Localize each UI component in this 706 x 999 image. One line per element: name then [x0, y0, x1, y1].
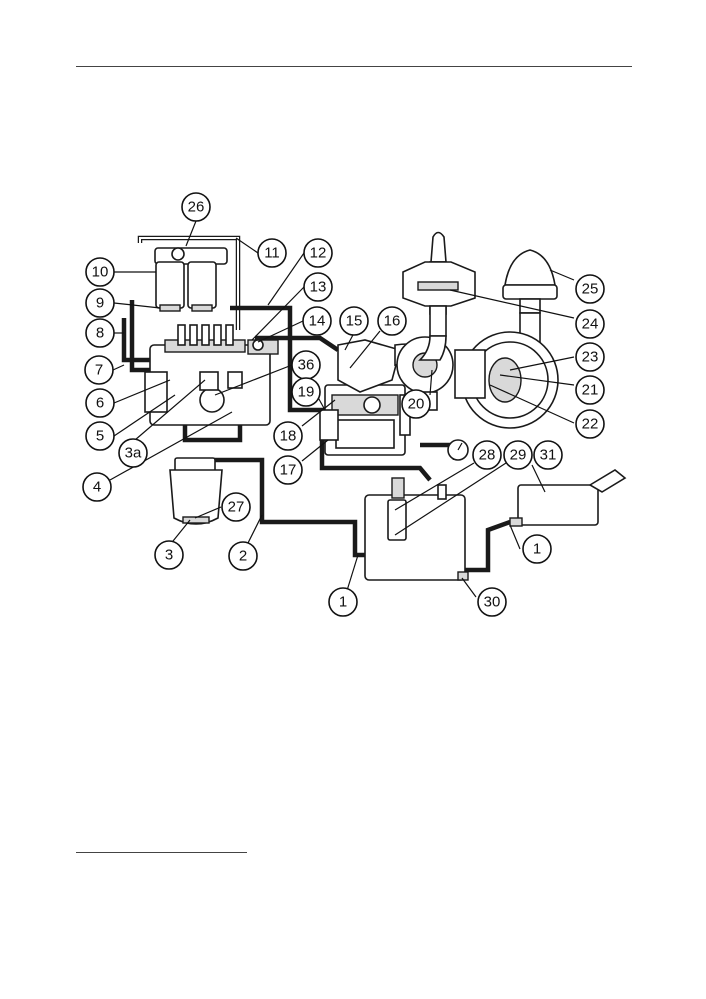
svg-text:26: 26 [188, 199, 205, 216]
callout-9: 9 [85, 288, 115, 318]
callout-27: 27 [221, 492, 251, 522]
callout-2: 2 [228, 541, 258, 571]
footnote-rule [76, 852, 247, 853]
svg-text:3: 3 [165, 547, 173, 564]
svg-text:13: 13 [310, 279, 327, 296]
callout-6: 6 [85, 388, 115, 418]
fuel-filters [154, 247, 228, 312]
callout-21: 21 [575, 375, 605, 405]
svg-text:31: 31 [540, 447, 557, 464]
callout-11: 11 [257, 238, 287, 268]
callout-15: 15 [339, 306, 369, 336]
exhaust-system [402, 231, 476, 361]
svg-text:2: 2 [239, 548, 247, 565]
callout-36: 36 [291, 350, 321, 380]
callout-14: 14 [302, 306, 332, 336]
callout-26: 26 [181, 192, 211, 222]
fuel-gauge [447, 439, 469, 461]
callout-16: 16 [377, 306, 407, 336]
fuel-tank [364, 477, 469, 581]
svg-text:9: 9 [96, 295, 104, 312]
svg-text:28: 28 [479, 447, 496, 464]
svg-text:23: 23 [582, 349, 599, 366]
svg-text:14: 14 [309, 313, 326, 330]
svg-text:25: 25 [582, 281, 599, 298]
callout-17: 17 [273, 455, 303, 485]
callout-10: 10 [85, 257, 115, 287]
water-separator [169, 457, 223, 525]
svg-text:11: 11 [264, 245, 280, 262]
air-cleaner [454, 331, 559, 429]
callout-22: 22 [575, 409, 605, 439]
svg-text:29: 29 [510, 447, 527, 464]
svg-text:16: 16 [384, 313, 401, 330]
svg-text:20: 20 [408, 396, 425, 413]
svg-text:6: 6 [96, 395, 104, 412]
callout-31: 31 [533, 440, 563, 470]
callout-1-tank: 1 [328, 587, 358, 617]
auxiliary-tank [509, 469, 627, 527]
svg-text:7: 7 [95, 362, 103, 379]
svg-text:3a: 3a [125, 445, 142, 462]
engine-block [319, 384, 411, 456]
callout-19: 19 [291, 377, 321, 407]
callout-3a: 3a [118, 438, 148, 468]
svg-text:22: 22 [582, 416, 599, 433]
svg-text:24: 24 [582, 316, 599, 333]
svg-text:8: 8 [96, 325, 104, 342]
callout-18: 18 [273, 421, 303, 451]
callout-28: 28 [472, 440, 502, 470]
callout-24: 24 [575, 309, 605, 339]
svg-text:36: 36 [298, 357, 315, 374]
callout-12: 12 [303, 238, 333, 268]
svg-text:1: 1 [533, 541, 541, 558]
svg-text:5: 5 [96, 428, 104, 445]
injection-pump [144, 324, 279, 426]
callout-3: 3 [154, 540, 184, 570]
svg-text:10: 10 [92, 264, 109, 281]
callout-8: 8 [85, 318, 115, 348]
svg-text:27: 27 [228, 499, 245, 516]
air-cleaner-cap [502, 249, 558, 346]
callout-30: 30 [477, 587, 507, 617]
callout-1-aux: 1 [522, 534, 552, 564]
svg-text:30: 30 [484, 594, 501, 611]
callout-23: 23 [575, 342, 605, 372]
callout-4: 4 [82, 472, 112, 502]
callout-29: 29 [503, 440, 533, 470]
callout-5: 5 [85, 421, 115, 451]
svg-text:1: 1 [339, 594, 347, 611]
callout-7: 7 [84, 355, 114, 385]
svg-text:12: 12 [310, 245, 327, 262]
callout-20: 20 [401, 389, 431, 419]
header-rule [76, 66, 632, 67]
svg-text:19: 19 [298, 384, 315, 401]
svg-text:18: 18 [280, 428, 297, 445]
callout-13: 13 [303, 272, 333, 302]
svg-text:4: 4 [93, 479, 101, 496]
svg-text:15: 15 [346, 313, 363, 330]
svg-text:17: 17 [280, 462, 297, 479]
callout-25: 25 [575, 274, 605, 304]
svg-text:21: 21 [582, 382, 599, 399]
